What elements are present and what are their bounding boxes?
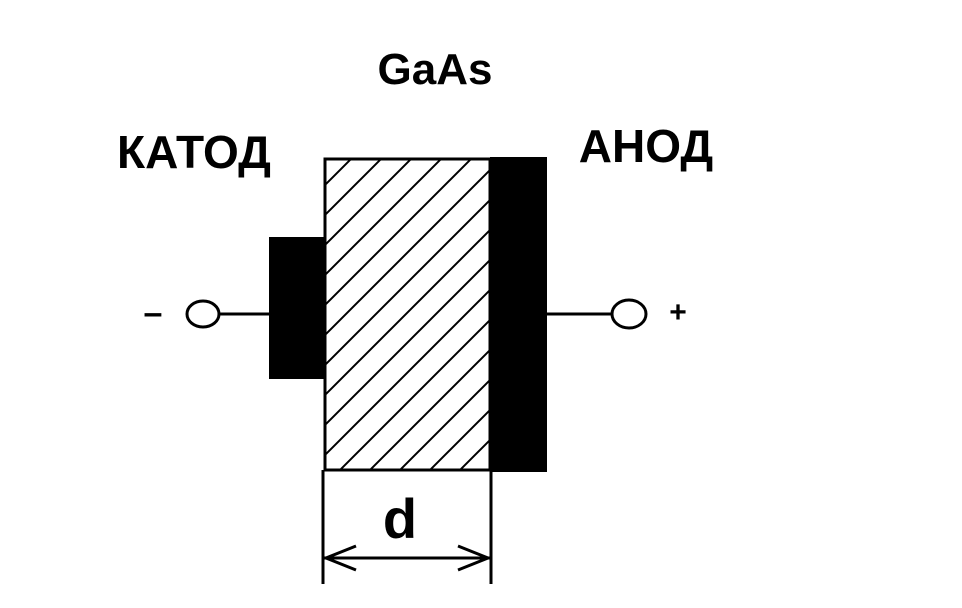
cathode-contact	[269, 237, 325, 379]
anode-terminal	[610, 298, 648, 330]
anode-label: АНОД	[579, 120, 713, 172]
anode-contact	[490, 157, 547, 472]
arrowhead-right	[457, 544, 493, 572]
cathode-label: КАТОД	[117, 126, 271, 178]
minus-sign: –	[144, 294, 163, 332]
gaas-body	[323, 157, 492, 472]
cathode-terminal	[185, 299, 221, 329]
material-label: GaAs	[378, 45, 493, 94]
plus-sign: +	[669, 296, 687, 329]
arrowhead-left	[321, 544, 357, 572]
thickness-label: d	[383, 487, 417, 550]
